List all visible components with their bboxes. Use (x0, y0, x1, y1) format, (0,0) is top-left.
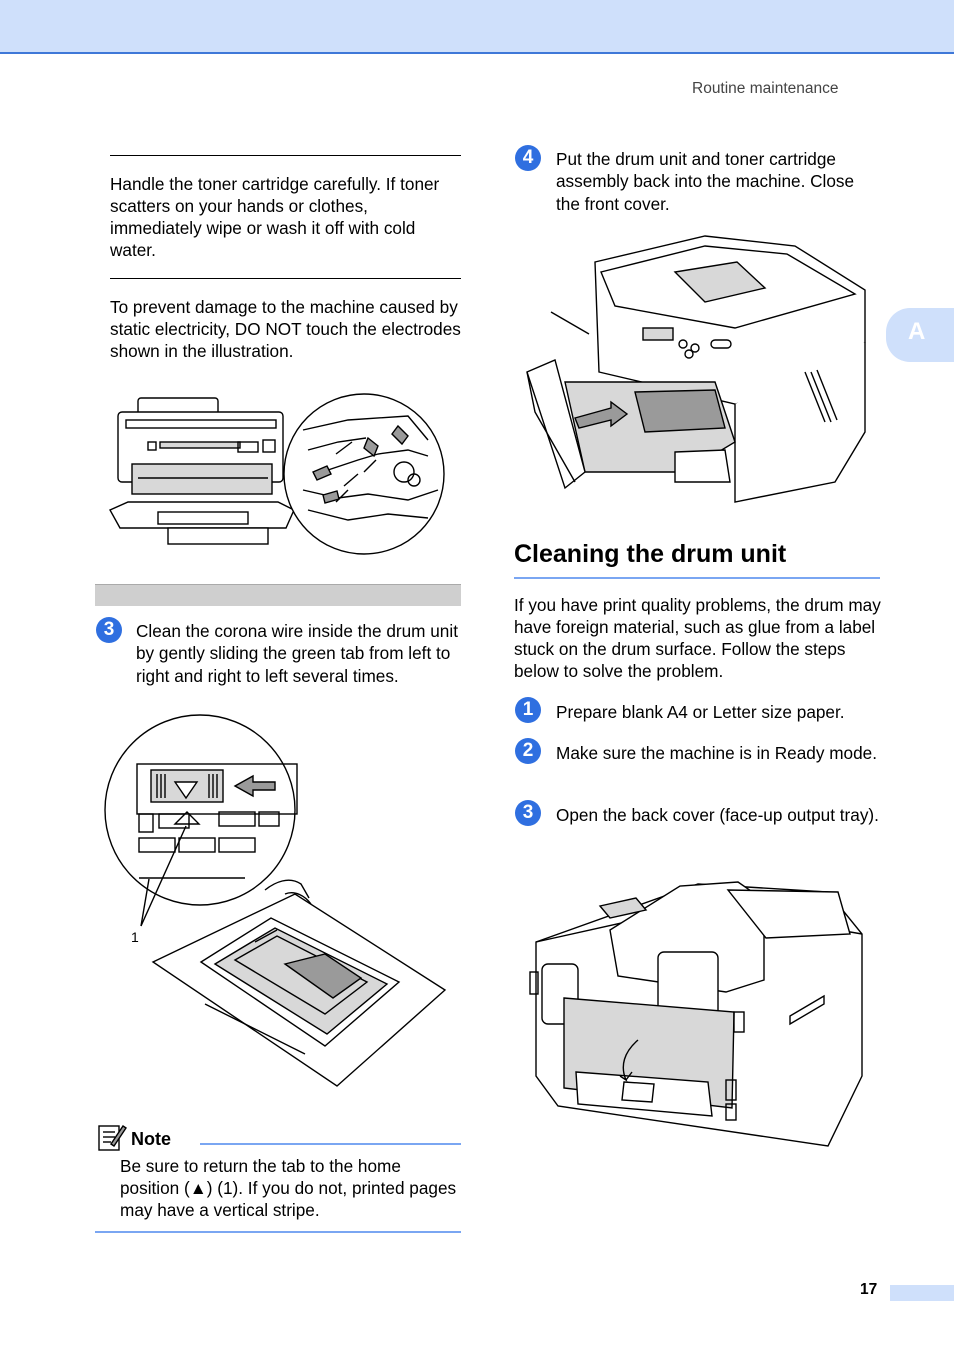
drum-unit-illustration: 1 (104, 714, 447, 1087)
step-2-text: Make sure the machine is in Ready mode. (556, 743, 877, 763)
caution-text: Handle the toner cartridge carefully. If… (110, 174, 440, 260)
section-heading-rule (514, 577, 880, 579)
drum-intro-text: If you have print quality problems, the … (514, 595, 881, 681)
caution-rule-bottom (110, 278, 461, 279)
note-text: Be sure to return the tab to the home po… (120, 1156, 457, 1220)
note-rule-bottom (95, 1231, 461, 1233)
step-3-text: Clean the corona wire inside the drum un… (136, 621, 458, 686)
electrodes-illustration (109, 393, 445, 555)
step-number-1: 1 (515, 697, 541, 723)
step-3b-text: Open the back cover (face-up output tray… (556, 805, 879, 825)
back-cover-illustration (529, 881, 863, 1147)
page-number: 17 (860, 1281, 878, 1298)
note-rule-top (200, 1143, 461, 1145)
header-band (0, 0, 954, 54)
important-text: To prevent damage to the machine caused … (110, 297, 461, 361)
caution-rule-top (110, 155, 461, 156)
step-number-3b: 3 (515, 800, 541, 826)
step-number-4: 4 (515, 145, 541, 171)
step-number-2: 2 (515, 738, 541, 764)
drum-reinsert-illustration (526, 235, 866, 503)
note-title: Note (131, 1129, 171, 1149)
running-head: Routine maintenance (692, 80, 839, 97)
step-4-text: Put the drum unit and toner cartridge as… (556, 149, 855, 214)
callout-label: 1 (131, 929, 139, 945)
note-icon (98, 1125, 127, 1151)
section-heading: Cleaning the drum unit (514, 540, 787, 568)
chapter-tab-label: A (908, 318, 926, 345)
step-number-3: 3 (96, 617, 122, 643)
section-divider-bar (95, 584, 461, 606)
step-1-text: Prepare blank A4 or Letter size paper. (556, 702, 845, 722)
page-number-tab (890, 1285, 954, 1301)
chapter-tab: A (886, 308, 954, 362)
